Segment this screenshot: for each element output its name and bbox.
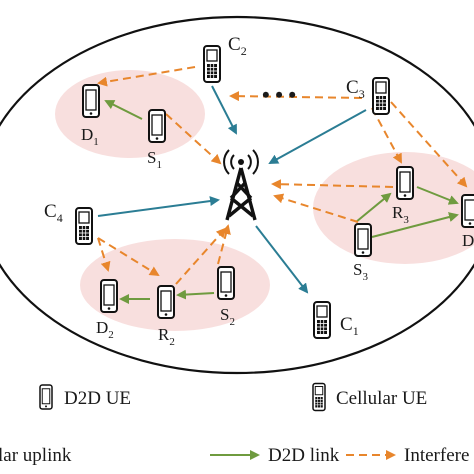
cellular-ue-c2-icon (203, 45, 221, 83)
label-r2: R2 (158, 325, 175, 348)
d2d-ue-d1-icon (82, 84, 100, 118)
cluster-3 (313, 152, 474, 264)
label-d2: D2 (96, 318, 114, 341)
legend-cellular-uplink-label: lar uplink (0, 445, 72, 466)
legend-d2d-link-label: D2D link (268, 445, 340, 466)
cellular-ue-c4-icon (75, 207, 93, 245)
label-c1: C1 (340, 314, 359, 338)
d2d-ue-s2-icon (217, 266, 235, 300)
d2d-ue-r2-icon (157, 285, 175, 319)
more-ellipsis: • • • (262, 82, 296, 107)
cellular-ue-legend-icon (312, 382, 326, 412)
cellular-ue-c1-icon (313, 301, 331, 339)
label-s2: S2 (220, 305, 235, 328)
d2d-ue-s3-icon (354, 223, 372, 257)
base-station-icon (223, 149, 259, 221)
d2d-ue-d3-icon (461, 194, 474, 228)
label-r3: R3 (392, 203, 409, 226)
label-d1: D1 (81, 125, 99, 148)
legend-interference-label: Interfere (404, 445, 469, 466)
cellular-ue-c3-icon (372, 77, 390, 115)
label-c4: C4 (44, 201, 63, 225)
d2d-ue-r3-icon (396, 166, 414, 200)
cell-boundary (0, 15, 474, 375)
legend-d2d-link: D2D link (210, 445, 340, 466)
label-c3: C3 (346, 77, 365, 101)
legend-interference: Interfere (346, 445, 469, 466)
legend-cellular-ue-label: Cellular UE (336, 388, 427, 409)
d2d-ue-d2-icon (100, 279, 118, 313)
legend-d2d-ue: D2D UE (39, 384, 131, 410)
legend-cellular-ue: Cellular UE (312, 382, 427, 412)
label-s1: S1 (147, 148, 162, 171)
d2d-ue-legend-icon (39, 384, 53, 410)
legend-cellular-uplink: lar uplink (0, 445, 72, 466)
label-d3-partial: D (462, 231, 474, 250)
d2d-ue-s1-icon (148, 109, 166, 143)
label-c2: C2 (228, 34, 247, 58)
cluster-2 (80, 239, 270, 331)
legend-d2d-ue-label: D2D UE (64, 388, 131, 409)
interference-links (97, 66, 468, 285)
label-s3: S3 (353, 260, 368, 283)
d2d-links (104, 100, 459, 304)
cellular-uplinks (97, 85, 367, 294)
